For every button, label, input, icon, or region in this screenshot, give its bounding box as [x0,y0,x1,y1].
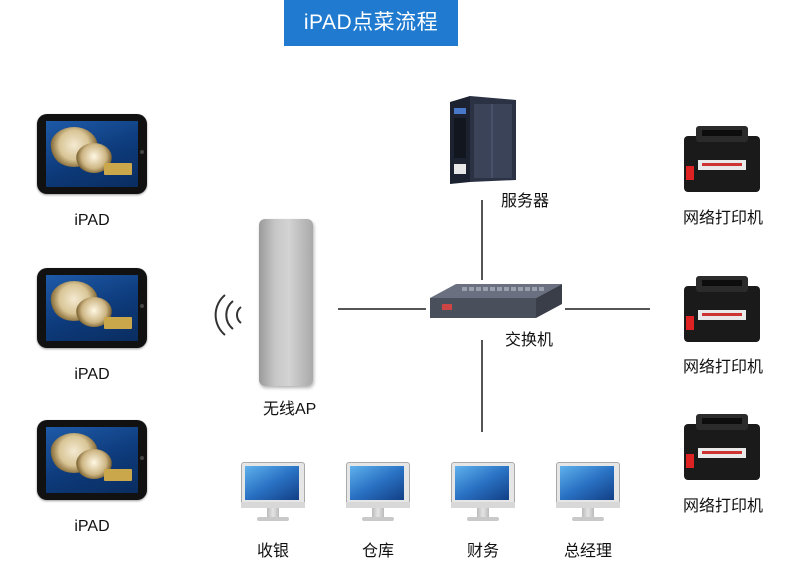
printer-icon-2 [684,276,760,342]
monitor-icon-4 [556,462,620,524]
ipad-device-3 [37,420,147,500]
printer-icon-3 [684,414,760,480]
ipad-device-1 [37,114,147,194]
monitor-icon-2 [346,462,410,524]
terminal-label-2: 仓库 [361,543,394,560]
connector-server-switch [481,200,483,280]
ipad-screen [46,427,138,493]
ipad-device-2 [37,268,147,348]
ipad-screen [46,121,138,187]
printer-label-1: 网络打印机 [683,210,764,227]
ipad-label-1: iPAD [74,212,110,229]
connector-ap-switch [338,308,426,310]
access-point-label: 无线AP [263,401,317,418]
connector-switch-terminals [481,340,483,432]
network-switch-icon [430,284,562,318]
connector-switch-printers [565,308,650,310]
printer-label-2: 网络打印机 [683,359,764,376]
terminal-label-4: 总经理 [563,543,612,560]
terminal-label-1: 收银 [256,543,289,560]
wifi-signal-icon [214,294,242,336]
switch-label: 交换机 [505,332,554,349]
printer-icon-1 [684,126,760,192]
printer-label-3: 网络打印机 [683,498,764,515]
server-icon [450,96,516,184]
monitor-icon-3 [451,462,515,524]
wireless-access-point [259,219,313,386]
ipad-label-2: iPAD [74,366,110,383]
ipad-screen [46,275,138,341]
monitor-icon-1 [241,462,305,524]
terminal-label-3: 财务 [466,543,499,560]
server-label: 服务器 [501,193,550,210]
ipad-label-3: iPAD [74,518,110,535]
diagram-title: iPAD点菜流程 [284,0,458,46]
